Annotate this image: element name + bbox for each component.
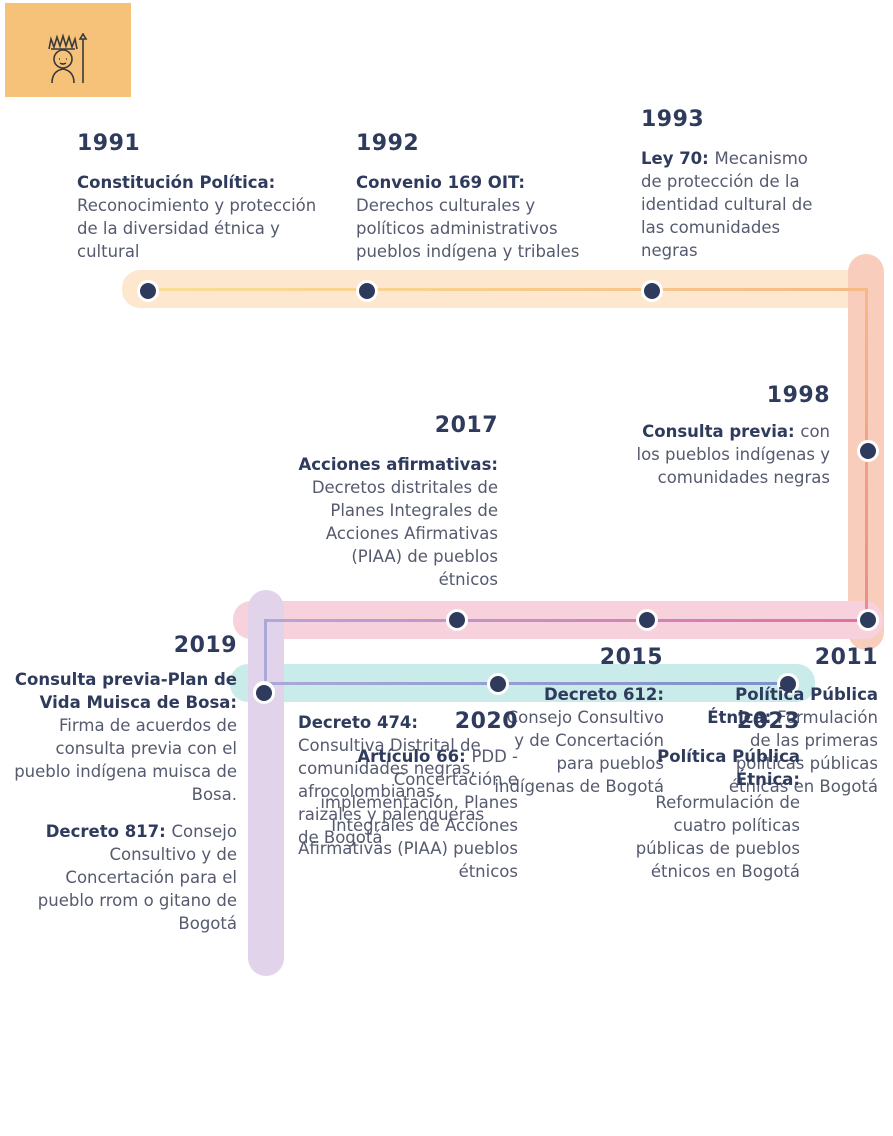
event-text: Formulación de las primeras políticas pú… — [728, 708, 878, 796]
event-title: Convenio 169 OIT: — [356, 173, 525, 192]
year-2020: 2020 — [454, 709, 518, 734]
event-2020: Artículo 66: PDD - Concertación e implem… — [290, 745, 518, 883]
event-text: Consejo Consultivo y de Concertación par… — [494, 708, 664, 796]
timeline-dot-2020 — [487, 673, 509, 695]
event-2019-decreto-817: Decreto 817: Consejo Consultivo y de Con… — [8, 820, 237, 935]
timeline-dot-2017 — [446, 609, 468, 631]
event-text: Mecanismo de protección de la identidad … — [641, 149, 813, 260]
year-1992: 1992 — [356, 131, 420, 156]
timeline-dot-2015 — [636, 609, 658, 631]
year-2015: 2015 — [599, 645, 663, 670]
event-title: Acciones afirmativas: — [298, 455, 498, 474]
event-title: Decreto 817: — [45, 822, 172, 841]
header-icon-block — [5, 3, 131, 97]
timeline-line-bottom — [264, 682, 788, 685]
year-1998: 1998 — [766, 383, 830, 408]
year-1993: 1993 — [641, 107, 705, 132]
event-text: con los pueblos indígenas y comunidades … — [636, 422, 831, 487]
year-2011: 2011 — [814, 645, 878, 670]
year-2019: 2019 — [173, 633, 237, 658]
event-text: Consultiva Distrital de comunidades negr… — [298, 736, 485, 847]
timeline-dot-2011 — [857, 609, 879, 631]
event-title: Consulta previa: — [642, 422, 801, 441]
event-title: Política Pública Étnica: — [707, 685, 878, 727]
timeline-dot-1992 — [356, 280, 378, 302]
event-1993: Ley 70: Mecanismo de protección de la id… — [641, 147, 831, 262]
year-2017: 2017 — [434, 413, 498, 438]
event-title: Artículo 66: — [357, 747, 472, 766]
year-2023: 2023 — [736, 709, 800, 734]
event-text: Derechos culturales y políticos administ… — [356, 196, 580, 261]
timeline-dot-2023 — [777, 673, 799, 695]
event-2017: Acciones afirmativas: Decretos distrital… — [298, 453, 498, 591]
timeline-line-top — [146, 288, 868, 291]
timeline-line-left — [264, 619, 267, 683]
event-text: Decretos distritales de Planes Integrale… — [311, 478, 498, 589]
year-1991: 1991 — [77, 131, 141, 156]
event-1992: Convenio 169 OIT: Derechos culturales y … — [356, 171, 596, 263]
event-text: Firma de acuerdos de consulta previa con… — [14, 716, 237, 804]
timeline-dot-474 — [253, 682, 275, 704]
indigenous-person-icon — [48, 33, 88, 84]
event-title: Decreto 474: — [298, 713, 419, 732]
event-2019: Consulta previa-Plan de Vida Muisca de B… — [8, 668, 237, 806]
event-title: Constitución Política: — [77, 173, 276, 192]
timeline-dot-1991 — [137, 280, 159, 302]
event-text: Reconocimiento y protección de la divers… — [77, 196, 317, 261]
event-2011: Política Pública Étnica: Formulación de … — [700, 683, 878, 798]
timeline-dot-1998 — [857, 440, 879, 462]
event-text: PDD - Concertación e implementación, Pla… — [298, 747, 518, 881]
event-title: Política Pública Étnica: — [657, 747, 800, 789]
timeline-line-middle — [264, 619, 868, 622]
event-title: Consulta previa-Plan de Vida Muisca de B… — [14, 670, 237, 712]
event-2023: Política Pública Étnica: Reformulación d… — [615, 745, 800, 883]
event-text: Reformulación de cuatro políticas públic… — [635, 793, 800, 881]
event-text: Consejo Consultivo y de Concertación par… — [37, 822, 237, 933]
timeline-dot-1993 — [641, 280, 663, 302]
event-decreto-474: Decreto 474: Consultiva Distrital de com… — [298, 711, 498, 849]
event-title: Ley 70: — [641, 149, 715, 168]
event-1998: Consulta previa: con los pueblos indígen… — [630, 420, 831, 489]
event-title: Decreto 612: — [543, 685, 664, 704]
event-1991: Constitución Política: Reconocimiento y … — [77, 171, 327, 263]
event-2015: Decreto 612: Consejo Consultivo y de Con… — [493, 683, 664, 798]
